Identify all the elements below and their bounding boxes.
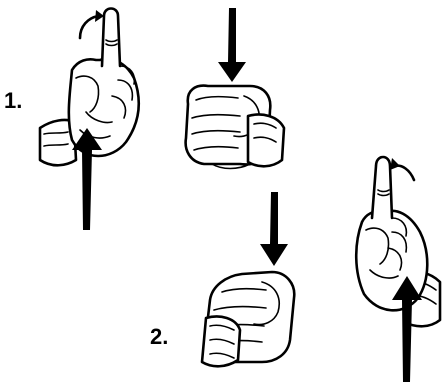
hand-index-up-icon	[356, 157, 440, 326]
fist-icon	[186, 86, 284, 169]
fist-icon	[202, 272, 294, 366]
arrow-down-icon	[218, 8, 246, 82]
step-2-label: 2.	[150, 326, 168, 348]
rotation-arrow-icon	[80, 10, 104, 38]
step-1-label: 1.	[4, 90, 22, 112]
arrow-down-icon	[260, 192, 288, 266]
rotation-arrow-icon	[390, 158, 414, 180]
